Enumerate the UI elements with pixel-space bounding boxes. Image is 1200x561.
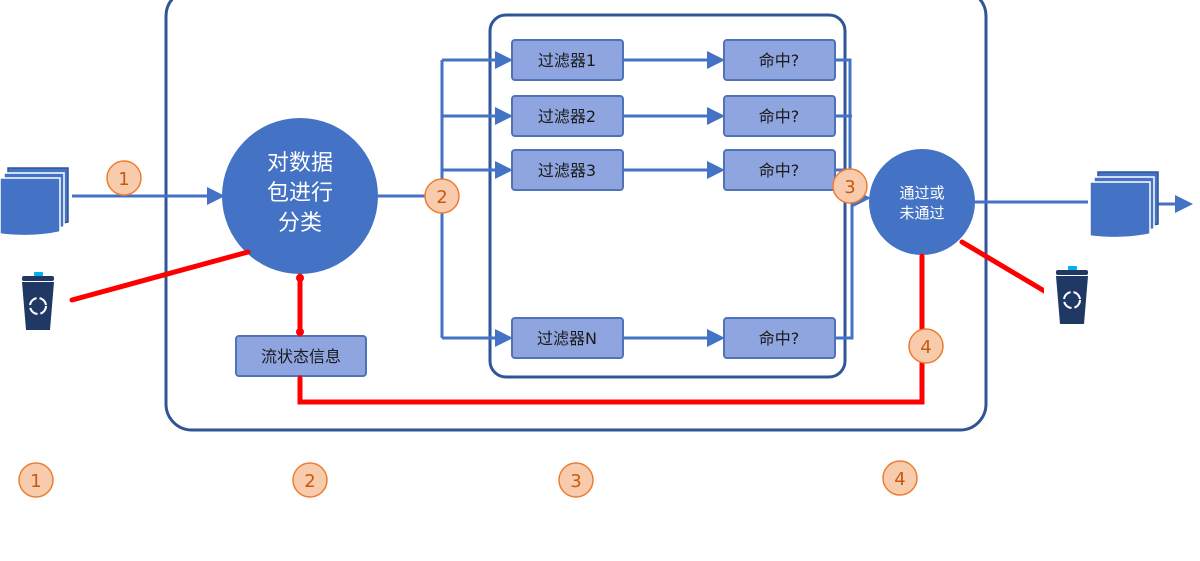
hit-1-label: 命中? [759,51,800,70]
step-badge-1-text: 1 [118,169,129,190]
legend-number-1: 1 [18,462,54,498]
legend-number-2-text: 2 [304,471,315,492]
flow-state-box: 流状态信息 [235,335,367,377]
recycle-bin-right-icon [1044,262,1100,330]
step-badge-4: 4 [908,328,944,364]
filter-2: 过滤器2 [511,95,624,137]
flow-state-label: 流状态信息 [261,347,341,366]
hit-3-label: 命中? [759,161,800,180]
input-packets-icon [0,167,69,237]
hit-1: 命中? [723,39,836,81]
filter-1: 过滤器1 [511,39,624,81]
legend-number-1-text: 1 [30,471,41,492]
filter-3-label: 过滤器3 [538,161,596,180]
classify-label-line2: 包进行 [267,181,333,206]
filter-n-label: 过滤器N [537,329,597,348]
filter-3: 过滤器3 [511,149,624,191]
classify-label-line3: 分类 [278,211,322,236]
step-badge-3-text: 3 [844,177,855,198]
classify-circle: 对数据 包进行 分类 [222,118,378,274]
step-badge-2-text: 2 [436,187,447,208]
step-badge-3: 3 [832,168,868,204]
filter-2-label: 过滤器2 [538,107,596,126]
output-packets-icon [1089,171,1159,239]
hit-n: 命中? [723,317,836,359]
link-dot-bottom [296,328,304,336]
drop-right-line [959,239,1049,295]
legend-number-2: 2 [292,462,328,498]
hit-n-label: 命中? [759,329,800,348]
merge-line-n [835,198,854,340]
link-dot-top [296,274,304,282]
legend-number-4: 4 [882,460,918,496]
hit-2-label: 命中? [759,107,800,126]
verdict-label-line1: 通过或 [899,184,944,202]
verdict-label-line2: 未通过 [899,204,944,222]
step-badge-4-text: 4 [920,337,931,358]
verdict-circle: 通过或 未通过 [869,149,975,255]
legend-number-3-text: 3 [570,471,581,492]
hit-3: 命中? [723,149,836,191]
legend-number-3: 3 [558,462,594,498]
classify-label-line1: 对数据 [267,151,333,176]
step-badge-2: 2 [424,178,460,214]
filter-1-label: 过滤器1 [538,51,596,70]
filter-n: 过滤器N [511,317,624,359]
hit-2: 命中? [723,95,836,137]
recycle-bin-left-icon [10,268,67,338]
step-badge-1: 1 [106,160,142,196]
outer-container [164,0,988,432]
legend-number-4-text: 4 [894,469,905,490]
drop-left-line [69,249,251,303]
